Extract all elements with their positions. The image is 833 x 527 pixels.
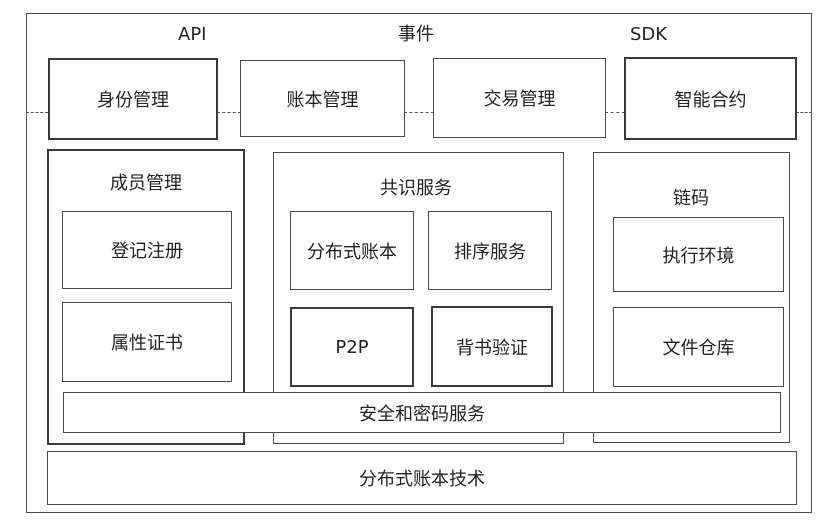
distributed-ledger-box: 分布式账本 <box>290 211 414 290</box>
smart-contract-box: 智能合约 <box>624 57 797 140</box>
separator-left <box>26 112 48 113</box>
ledger-mgmt-box: 账本管理 <box>240 60 405 137</box>
p2p-box: P2P <box>290 307 414 387</box>
separator-mid-3 <box>605 112 625 113</box>
identity-mgmt-box: 身份管理 <box>48 58 218 140</box>
separator-post-right <box>811 112 812 118</box>
separator-right <box>796 112 812 113</box>
chaincode-title: 链码 <box>673 188 709 209</box>
consensus-title: 共识服务 <box>380 178 452 199</box>
attribute-cert-box: 属性证书 <box>62 302 232 382</box>
separator-post-left <box>26 112 27 118</box>
sdk-label: SDK <box>630 24 668 45</box>
separator-mid-1 <box>217 112 241 113</box>
api-label: API <box>178 24 207 45</box>
events-label: 事件 <box>398 24 434 45</box>
ordering-service-box: 排序服务 <box>428 211 552 290</box>
security-crypto-box: 安全和密码服务 <box>63 392 781 433</box>
separator-mid-2 <box>404 112 434 113</box>
dlt-foundation-box: 分布式账本技术 <box>47 451 797 505</box>
registration-box: 登记注册 <box>62 211 232 289</box>
member-mgmt-title: 成员管理 <box>110 173 182 194</box>
endorsement-box: 背书验证 <box>431 306 553 387</box>
file-repo-box: 文件仓库 <box>613 307 784 387</box>
execution-env-box: 执行环境 <box>613 217 784 292</box>
transaction-mgmt-box: 交易管理 <box>433 58 606 138</box>
